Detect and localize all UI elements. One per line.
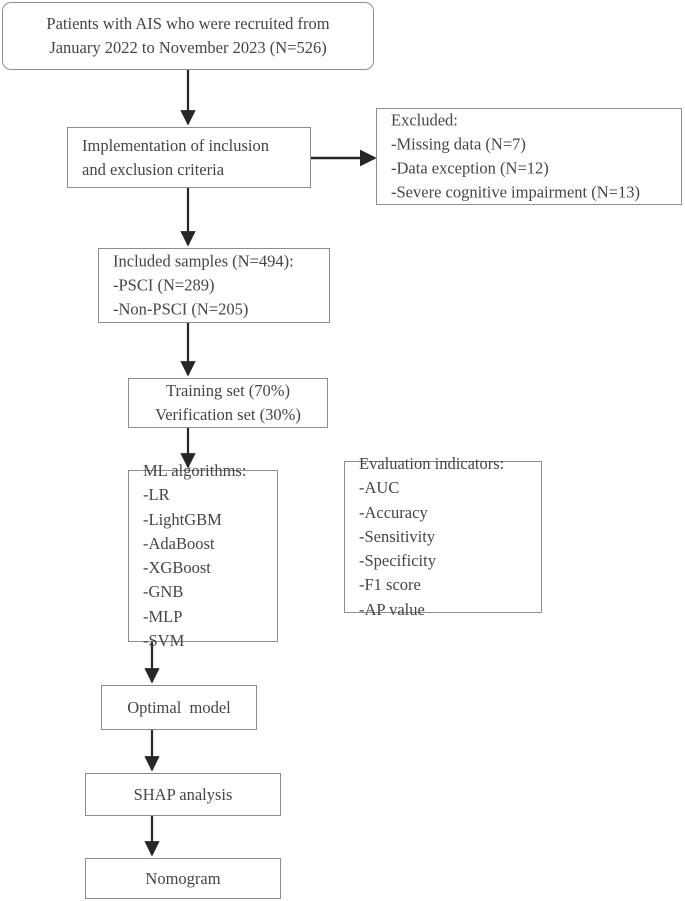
node-nomogram-text: Nomogram bbox=[86, 866, 280, 890]
text-line: SHAP analysis bbox=[133, 784, 233, 804]
text-line: -XGBoost bbox=[143, 558, 211, 577]
text-line: -Data exception (N=12) bbox=[391, 158, 549, 178]
node-excluded-text: Excluded: -Missing data (N=7) -Data except… bbox=[377, 108, 681, 205]
text-line: Included samples (N=494): bbox=[113, 251, 294, 271]
node-included-text: Included samples (N=494): -PSCI (N=289) -N… bbox=[99, 249, 329, 322]
text-line: Optimal model bbox=[127, 697, 231, 717]
text-line: Implementation of inclusion bbox=[82, 135, 269, 155]
text-line: -Non-PSCI (N=205) bbox=[113, 299, 249, 319]
text-line: -AUC bbox=[359, 478, 400, 498]
node-optimal-text: Optimal model bbox=[102, 695, 256, 719]
text-line: Verification set (30%) bbox=[155, 405, 301, 424]
node-recruitment: Patients with AIS who were recruited fro… bbox=[2, 2, 374, 70]
text-line: Training set (70%) bbox=[165, 380, 291, 400]
text-line: Evaluation indicators: bbox=[359, 454, 505, 474]
text-line: -PSCI (N=289) bbox=[113, 275, 215, 295]
node-split-text: Training set (70%) Verification set (30%) bbox=[129, 379, 327, 428]
text-line: -GNB bbox=[143, 582, 184, 602]
text-line: January 2022 to November 2023 (N=526) bbox=[49, 38, 327, 57]
node-metrics: Evaluation indicators: -AUC -Accuracy -Sens… bbox=[344, 454, 542, 619]
node-recruitment-text: Patients with AIS who were recruited fro… bbox=[3, 12, 373, 61]
text-line: and exclusion criteria bbox=[82, 159, 225, 179]
node-excluded: Excluded: -Missing data (N=7) -Data except… bbox=[376, 108, 682, 205]
node-metrics-text: Evaluation indicators: -AUC -Accuracy -Sens… bbox=[345, 452, 541, 622]
text-line: -LR bbox=[143, 485, 170, 505]
node-algorithms-text: ML algorithms: -LR -LightGBM -AdaBoost -XGBo… bbox=[129, 459, 277, 653]
node-criteria: Implementation of inclusion and exclusion… bbox=[67, 127, 311, 188]
text-line: -Specificity bbox=[359, 551, 436, 571]
node-split: Training set (70%) Verification set (30%) bbox=[128, 378, 328, 428]
node-nomogram: Nomogram bbox=[85, 858, 281, 899]
text-line: Patients with AIS who were recruited fro… bbox=[46, 13, 330, 33]
text-line: -Sensitivity bbox=[359, 526, 436, 546]
text-line: -AP value bbox=[359, 599, 425, 619]
text-line: -Missing data (N=7) bbox=[391, 134, 526, 154]
node-algorithms: ML algorithms: -LR -LightGBM -AdaBoost -XGBo… bbox=[128, 461, 278, 650]
text-line: -Severe cognitive impairment (N=13) bbox=[391, 182, 640, 202]
node-optimal: Optimal model bbox=[101, 685, 257, 730]
text-line: -AdaBoost bbox=[143, 533, 215, 553]
text-line: -SVM bbox=[143, 630, 185, 650]
node-shap-text: SHAP analysis bbox=[86, 782, 280, 806]
text-line: -Accuracy bbox=[359, 502, 428, 522]
node-included: Included samples (N=494): -PSCI (N=289) -N… bbox=[98, 248, 330, 323]
node-criteria-text: Implementation of inclusion and exclusion… bbox=[68, 133, 310, 182]
text-line: -LightGBM bbox=[143, 509, 222, 529]
text-line: ML algorithms: bbox=[143, 461, 247, 480]
text-line: Nomogram bbox=[145, 868, 221, 888]
text-line: Excluded: bbox=[391, 110, 458, 129]
node-shap: SHAP analysis bbox=[85, 773, 281, 816]
text-line: -MLP bbox=[143, 606, 183, 626]
text-line: -F1 score bbox=[359, 575, 421, 595]
